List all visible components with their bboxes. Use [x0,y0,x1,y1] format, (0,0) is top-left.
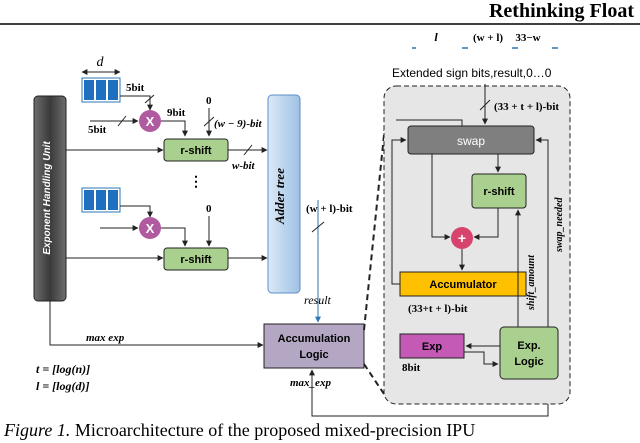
multiplier-top-symbol: X [146,114,155,129]
exp-logic [499,326,559,380]
mult-to-rshift-top [161,120,188,137]
zero-top-label: 0 [206,95,212,107]
slash-5bit-left [117,115,127,127]
rshift-bottom [163,247,229,271]
multiplier-top [139,110,161,132]
slash-wl-bit [311,221,325,233]
vertical-ellipsis: ⋮ [189,175,203,190]
accumulation-label-line1: Accumulation [278,333,351,345]
accumulator-label: Accumulator [429,279,497,291]
result-into-panel [396,119,463,126]
exp-logic-label-line2: Logic [514,356,543,368]
input-register-bottom [81,187,121,213]
exp-register-label: Exp [422,341,442,353]
accumulator-feedback [391,137,407,285]
slash-33tl [479,99,491,111]
slash-w-bit [243,144,253,156]
accumulation-label-line2: Logic [299,349,328,361]
max-exp-line [49,301,264,348]
exp-bits-label: 8bit [402,362,421,374]
multiplier-bottom [139,217,161,239]
swap-label: swap [457,134,485,148]
d-label: d [97,55,105,70]
swap-needed-line [535,137,549,327]
accumulation-logic [263,323,365,369]
adder-plus-symbol: + [458,230,466,246]
shift-amount-label: shift_amount [526,254,537,311]
multiplier-bottom-symbol: X [146,221,155,236]
rshift-right-label: r-shift [483,186,515,198]
bit9-label: 9bit [167,107,186,119]
mult-to-rshift-bottom [161,227,188,247]
accumulator [399,271,527,297]
figure-caption-label: Figure 1. [3,420,70,440]
figure-caption-text: Microarchitecture of the proposed mixed-… [70,420,475,440]
input-register-top [81,77,121,103]
zero-bottom-label: 0 [206,203,212,215]
slash-5bit [144,94,155,104]
accumulator-panel [383,85,571,405]
bottom-register-to-mult [120,205,153,218]
max-exp-bottom-label: max_exp [290,377,331,389]
adder-plus [451,227,473,249]
top-l-label: l [434,30,438,44]
exp-to-exp-logic [464,351,499,367]
exp-register [399,333,465,359]
adder-tree [267,94,301,294]
bit5-left-label: 5bit [88,124,107,136]
bit5-top-label: 5bit [126,82,145,94]
formula-l: l = [log(d)] [36,379,90,393]
swap-block [407,125,535,155]
top-33w-label: 33−w [515,32,540,44]
top-register-to-mult [120,95,153,111]
exp-logic-label-line1: Exp. [517,340,540,352]
bit33tl-label: (33 + t + l)-bit [494,101,559,113]
swap-to-plus [431,154,451,240]
figure-caption: Figure 1. Microarchitecture of the propo… [3,420,475,440]
result-label: result [304,293,332,307]
swap-needed-label: swap_needed [554,197,565,253]
rshift-bottom-label: r-shift [180,254,212,266]
header-title: Rethinking Float [489,0,634,22]
rshift-to-plus [473,208,499,240]
top-wl-label: (w + l) [473,32,503,44]
slash-zero-top [203,116,215,127]
extended-sign-bits-label: Extended sign bits,result,0…0 [392,66,552,80]
w9-label: (w − 9)-bit [214,118,263,130]
rshift-top-label: r-shift [180,145,212,157]
zoom-line-bottom [363,363,389,401]
wl-bit-label: (w + l)-bit [306,203,353,215]
exponent-handling-unit-label: Exponent Handling Unit [42,141,53,255]
adder-tree-label: Adder tree [272,168,287,225]
formula-t: t = [log(n)] [36,362,90,376]
acc-bits-label: (33+t + l)-bit [408,303,468,315]
w-bit-label: w-bit [232,160,256,172]
max-exp-label: max exp [86,332,125,344]
rshift-right [471,173,527,209]
